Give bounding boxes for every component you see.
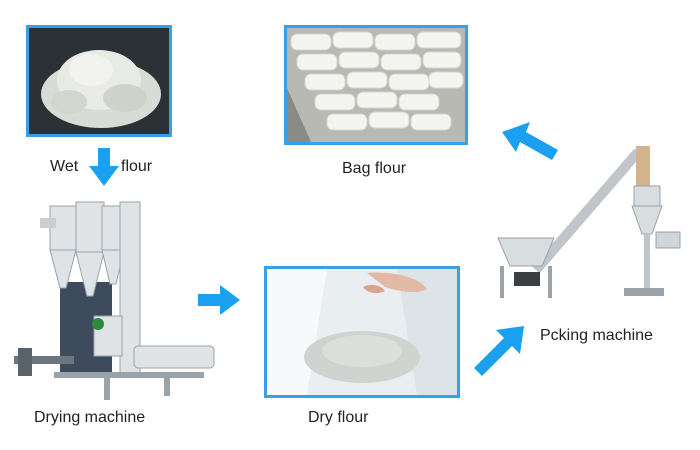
drying-machine-label: Drying machine — [34, 409, 146, 426]
arrow-up-left-icon — [502, 122, 558, 160]
dry-flour-photo — [264, 266, 460, 398]
arrow-down-icon — [89, 148, 119, 186]
dry-flour-label: Dry flour — [308, 409, 369, 426]
wet-label: Wet — [50, 158, 79, 175]
drying-machine-illustration — [14, 196, 228, 402]
flour-label: flour — [121, 158, 153, 175]
packing-machine-illustration — [496, 142, 692, 306]
bag-flour-photo — [284, 25, 468, 145]
packing-machine-label: Pcking machine — [540, 327, 653, 344]
bag-flour-label: Bag flour — [342, 160, 407, 177]
arrow-right-icon — [198, 285, 240, 315]
wet-flour-photo — [26, 25, 172, 137]
arrow-up-right-icon — [474, 326, 524, 376]
